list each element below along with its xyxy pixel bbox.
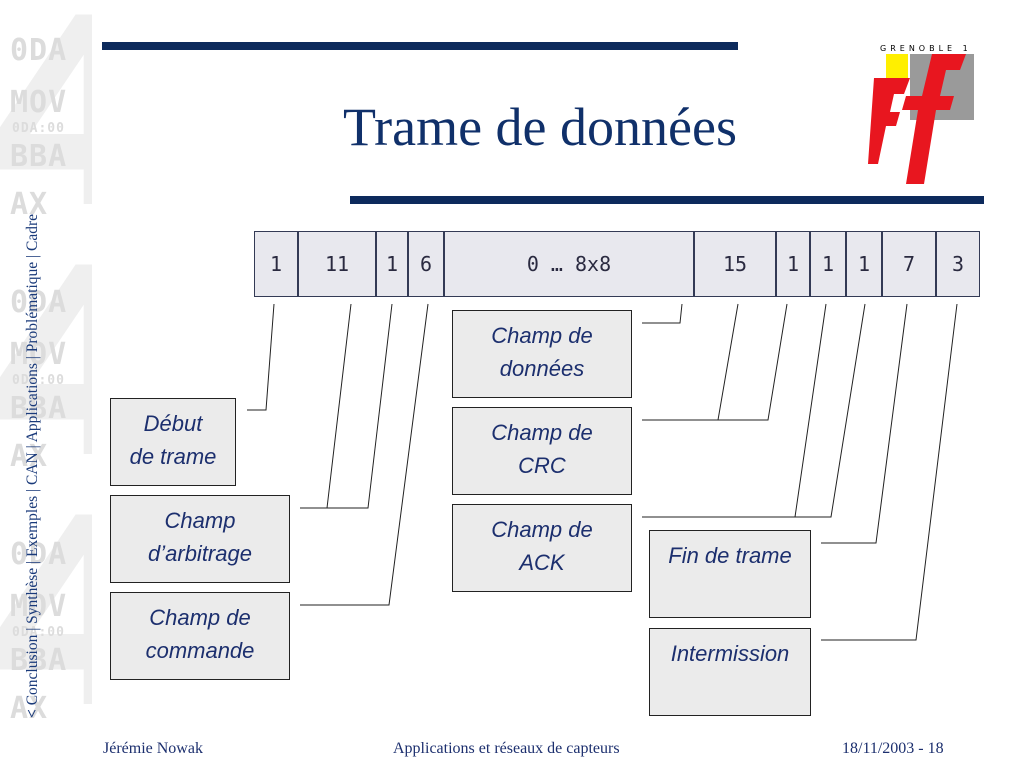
label-line: Champ bbox=[164, 508, 236, 533]
connector-data bbox=[642, 303, 683, 324]
label-line: Champ de bbox=[491, 517, 593, 542]
connector-arbitration-b bbox=[327, 303, 393, 509]
frame-cell-control: 6 bbox=[408, 231, 444, 297]
connector-crc-a bbox=[642, 303, 739, 421]
connector-ack-b bbox=[795, 303, 866, 518]
label-line: commande bbox=[145, 638, 255, 663]
footer-author: Jérémie Nowak bbox=[103, 740, 203, 757]
label-line: CRC bbox=[518, 453, 566, 478]
watermark-line: AX bbox=[10, 691, 49, 726]
connector-arbitration-a bbox=[300, 303, 352, 509]
watermark-line: BBA bbox=[10, 643, 68, 678]
watermark-line: BBA bbox=[10, 139, 68, 174]
frame-cell-intermission: 3 bbox=[936, 231, 980, 297]
label-intermission: Intermission bbox=[649, 628, 811, 716]
watermark-digit: 4 bbox=[0, 464, 92, 730]
label-line: Début bbox=[143, 411, 203, 436]
footer-course: Applications et réseaux de capteurs bbox=[393, 740, 620, 757]
connector-control bbox=[300, 303, 429, 606]
label-line: d’arbitrage bbox=[148, 541, 252, 566]
watermark-line: MOV bbox=[10, 589, 68, 624]
connector-crc-b bbox=[718, 303, 788, 421]
watermark-line: MOV bbox=[10, 85, 68, 120]
watermark-line: MOV bbox=[10, 337, 68, 372]
watermark-line: 0DA bbox=[10, 33, 68, 68]
watermark-digit: 4 bbox=[0, 0, 92, 266]
label-champ-arbitrage: Champ d’arbitrage bbox=[110, 495, 290, 583]
watermark-line: 0DA:00 bbox=[12, 373, 65, 388]
footer-date-page: 18/11/2003 - 18 bbox=[842, 740, 944, 757]
connector-intermission bbox=[821, 303, 958, 641]
label-line: de trame bbox=[129, 444, 217, 469]
watermark-line: AX bbox=[10, 439, 49, 474]
watermark-line: AX bbox=[10, 187, 49, 222]
label-line: Fin de trame bbox=[668, 543, 792, 568]
watermark-line: BBA bbox=[10, 391, 68, 426]
label-fin-de-trame: Fin de trame bbox=[649, 530, 811, 618]
connector-ack-a bbox=[642, 303, 827, 518]
logo-text: GRENOBLE 1 bbox=[880, 44, 972, 53]
frame-cell-arbitration: 11 bbox=[298, 231, 376, 297]
logo-icon bbox=[868, 54, 974, 184]
frame-cell-crc-delim: 1 bbox=[776, 231, 810, 297]
label-line: Intermission bbox=[670, 641, 790, 666]
watermark-digit: 4 bbox=[0, 214, 92, 516]
label-champ-ack: Champ de ACK bbox=[452, 504, 632, 592]
label-line: Champ de bbox=[149, 605, 251, 630]
watermark-line: 0DA:00 bbox=[12, 625, 65, 640]
frame-cell-crc: 15 bbox=[694, 231, 776, 297]
frame-cell-rtr: 1 bbox=[376, 231, 408, 297]
watermark-line: 0DA bbox=[10, 285, 68, 320]
connector-sof bbox=[247, 303, 275, 411]
page-title: Trame de données bbox=[343, 97, 737, 157]
label-champ-commande: Champ de commande bbox=[110, 592, 290, 680]
label-line: Champ de bbox=[491, 323, 593, 348]
connector-eof bbox=[821, 303, 908, 544]
label-champ-donnees: Champ de données bbox=[452, 310, 632, 398]
frame-cell-data: 0 … 8x8 bbox=[444, 231, 694, 297]
frame-cell-sof: 1 bbox=[254, 231, 298, 297]
frame-cell-eof: 7 bbox=[882, 231, 936, 297]
title-underline-bar bbox=[350, 196, 984, 204]
watermark-line: 0DA bbox=[10, 537, 68, 572]
label-line: données bbox=[499, 356, 585, 381]
label-line: Champ de bbox=[491, 420, 593, 445]
label-line: ACK bbox=[519, 550, 565, 575]
top-bar bbox=[102, 42, 738, 50]
watermark-line: 0DA:00 bbox=[12, 121, 65, 136]
watermark: 4 4 4 0DA MOV 0DA:00 BBA AX 0DA MOV 0DA:… bbox=[0, 0, 92, 730]
frame-cell-ack: 1 bbox=[810, 231, 846, 297]
label-debut-de-trame: Début de trame bbox=[110, 398, 236, 486]
frame-cell-ack-delim: 1 bbox=[846, 231, 882, 297]
label-champ-crc: Champ de CRC bbox=[452, 407, 632, 495]
